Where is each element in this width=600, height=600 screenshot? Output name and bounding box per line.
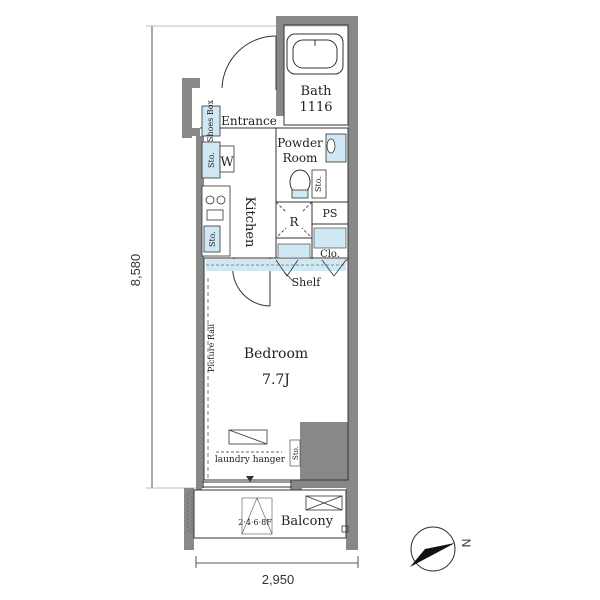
kitchen-label: Kitchen (242, 197, 257, 248)
north-arrow-icon (410, 543, 455, 567)
floors-label: 2·4·6·8F (238, 518, 272, 527)
storage-washer-area: Sto. W (201, 141, 235, 179)
balcony (187, 491, 349, 535)
balcony-door (202, 476, 292, 488)
column-storage: Sto. (289, 439, 301, 467)
walls (182, 16, 358, 550)
closet: Clo. (277, 227, 347, 260)
powder-room-label-2: Room (283, 151, 318, 165)
shoes-box: Shoes Box (201, 99, 221, 142)
shelf-band (206, 259, 347, 283)
shelf-label: Shelf (292, 276, 322, 289)
pipe-space-label: PS (323, 207, 338, 220)
laundry-hanger-label: laundry hanger (215, 455, 286, 465)
bedroom-size-label: 7.7J (262, 372, 290, 388)
compass: N (410, 526, 473, 572)
storage-1-label: Sto. (207, 152, 216, 168)
entrance-label: Entrance (221, 114, 277, 128)
storage-3-label: Sto. (314, 176, 323, 192)
bath-size-label: 1116 (299, 100, 332, 115)
washer-label: W (220, 155, 234, 170)
powder-fixtures: Sto. (289, 133, 347, 199)
width-dimension-label: 2,950 (262, 572, 295, 587)
shoes-box-label: Shoes Box (206, 99, 215, 142)
storage-4-label: Sto. (292, 446, 300, 460)
balcony-label: Balcony (281, 514, 334, 529)
powder-room-label-1: Powder (277, 136, 323, 150)
refrigerator: R (275, 201, 313, 239)
bathtub (286, 33, 344, 75)
laundry-hanger (216, 429, 282, 453)
closet-label: Clo. (320, 249, 340, 260)
refrigerator-label: R (289, 215, 299, 229)
width-dimension: 2,950 (195, 556, 359, 587)
storage-2-label: Sto. (208, 231, 217, 247)
picture-rail-label: Picture Rail (207, 324, 216, 372)
height-dimension: 8,580 (128, 25, 356, 489)
entrance-door (221, 35, 277, 90)
kitchen-counter: Sto. (201, 185, 231, 257)
height-dimension-label: 8,580 (128, 254, 143, 287)
bedroom-label: Bedroom (244, 346, 308, 362)
bath-label: Bath (301, 84, 333, 99)
north-label: N (459, 539, 473, 548)
